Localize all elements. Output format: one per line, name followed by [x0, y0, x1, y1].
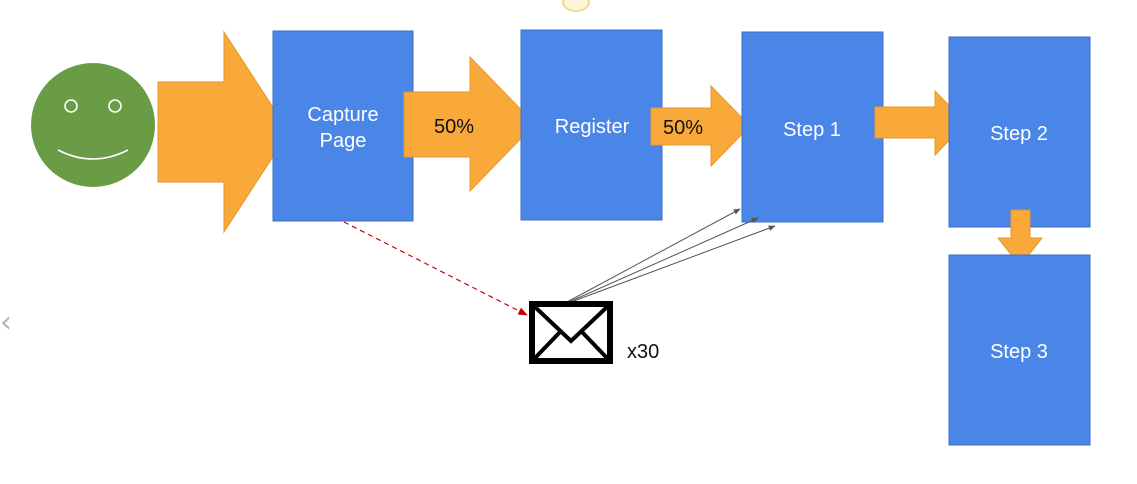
email-connector-1 [566, 208, 741, 303]
email-count-label: x30 [627, 341, 659, 363]
node-step-3[interactable]: Step 3 [948, 254, 1091, 446]
node-register[interactable]: Register [520, 29, 663, 221]
conversion-label-capture-register: 50% [434, 116, 474, 138]
arrow-visitor-to-capture [157, 30, 290, 234]
step-2-label: Step 2 [990, 123, 1048, 145]
arrow-step2-to-step3 [996, 209, 1044, 267]
conversion-label-register-step1: 50% [663, 117, 703, 139]
dashed-connector-capture-to-email [343, 221, 528, 316]
node-step-2[interactable]: Step 2 [948, 36, 1091, 228]
capture-page-label-line1: Capture [307, 104, 378, 126]
node-capture-page[interactable]: Capture Page [272, 30, 414, 222]
email-connector-2 [568, 217, 759, 303]
chevron-left-icon[interactable]: ‹ [0, 305, 12, 340]
envelope-icon[interactable] [529, 301, 613, 364]
smiley-face-icon [31, 63, 155, 187]
sun-glyph [562, 0, 590, 12]
arrow-capture-to-register: 50% [403, 55, 536, 193]
node-step-1[interactable]: Step 1 [741, 31, 884, 223]
step-3-label: Step 3 [990, 341, 1048, 363]
step-1-label: Step 1 [783, 119, 841, 141]
arrow-register-to-step1: 50% [650, 84, 751, 168]
register-label: Register [555, 116, 630, 138]
capture-page-label-line2: Page [320, 130, 367, 152]
email-connector-3 [570, 225, 776, 303]
